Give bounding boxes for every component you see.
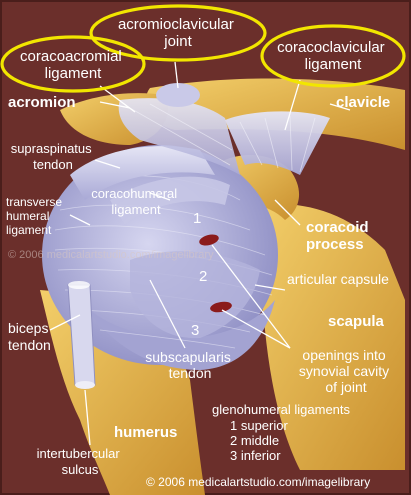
label-clavicle: clavicle — [336, 94, 390, 111]
capsule-lower — [80, 300, 275, 370]
highlight-acromioclavicular — [89, 4, 267, 62]
label-articular-capsule: articular capsule — [287, 271, 389, 287]
label-glenohumeral-ligaments: glenohumeral ligaments 1 superior 2 midd… — [212, 402, 354, 463]
label-biceps-tendon: biceps tendon — [8, 320, 52, 353]
label-supraspinatus-tendon: supraspinatus tendon — [11, 141, 96, 172]
scapula-shape — [253, 203, 405, 470]
ligament-fibres — [129, 103, 316, 173]
subscapularis-band — [130, 251, 260, 339]
marker-3: 3 — [191, 322, 199, 339]
opening-lower — [210, 301, 232, 313]
ac-joint-shape — [156, 83, 200, 107]
label-intertubercular-sulcus: intertubercular sulcus — [37, 446, 124, 477]
highlight-coracoclavicular — [260, 24, 406, 88]
label-acromion: acromion — [8, 94, 76, 111]
coracohumeral-band — [110, 176, 230, 225]
label-openings: openings into synovial cavity of joint — [299, 347, 393, 395]
supraspinatus-band — [70, 146, 215, 200]
watermark-middle: © 2006 medicalartstudio.com/imagelibrary — [8, 249, 214, 261]
highlight-coracoacromial — [0, 35, 146, 93]
label-scapula: scapula — [328, 313, 385, 330]
marker-1: 1 — [193, 210, 201, 227]
label-subscapularis-tendon: subscapularis tendon — [145, 349, 235, 381]
biceps-tendon-end — [75, 381, 95, 389]
label-transverse-humeral-ligament: transverse humeral ligament — [6, 195, 65, 237]
label-coracoacromial-ligament: coracoacromial ligament — [20, 48, 126, 82]
label-acromioclavicular-joint: acromioclavicular joint — [118, 16, 238, 50]
label-humerus: humerus — [114, 424, 177, 441]
biceps-tendon-top — [68, 281, 90, 289]
label-coracohumeral-ligament: coracohumeral ligament — [91, 186, 181, 217]
label-coracoid-process: coracoid process — [306, 219, 373, 253]
watermark-bottom: © 2006 medicalartstudio.com/imagelibrary — [146, 475, 370, 489]
opening-upper — [199, 234, 219, 246]
label-coracoclavicular-ligament: coracoclavicular ligament — [277, 39, 389, 73]
leader-lines — [49, 61, 351, 446]
marker-2: 2 — [199, 268, 207, 285]
